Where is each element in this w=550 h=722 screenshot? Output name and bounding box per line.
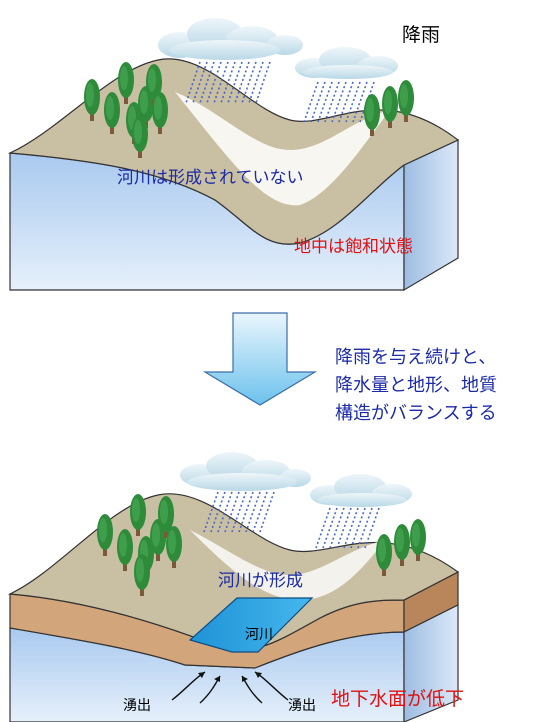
river-label: 河川 <box>245 627 273 643</box>
cloud-icon <box>158 18 303 60</box>
spring-label-right: 湧出 <box>288 698 316 714</box>
river-formed-label: 河川が形成 <box>218 571 303 591</box>
top-side-face <box>403 139 459 292</box>
river-not-formed-label: 河川は形成されていない <box>117 168 304 188</box>
bottom-clouds <box>180 452 412 507</box>
balance-text-line-1: 降雨を与え続けと、 <box>335 347 497 368</box>
cloud-icon <box>295 47 398 79</box>
bottom-side-water <box>403 604 459 722</box>
bottom-valley-highlight <box>190 530 385 600</box>
rain-label: 降雨 <box>402 24 441 46</box>
cloud-icon <box>310 474 412 507</box>
water-table-lowered-label: 地下水面が低下 <box>331 688 465 710</box>
ground-saturated-label: 地中は飽和状態 <box>294 237 413 257</box>
spring-label-left: 湧出 <box>123 698 151 714</box>
top-rain <box>185 61 375 123</box>
down-arrow <box>202 312 318 406</box>
top-valley-highlight <box>175 92 390 206</box>
balance-text-line-2: 降水量と地形、地質 <box>335 375 497 396</box>
top-block <box>7 58 460 292</box>
top-clouds <box>158 18 398 79</box>
river-channel <box>188 597 314 653</box>
cloud-icon <box>180 452 311 491</box>
balance-text-line-3: 構造がバランスする <box>335 403 497 424</box>
